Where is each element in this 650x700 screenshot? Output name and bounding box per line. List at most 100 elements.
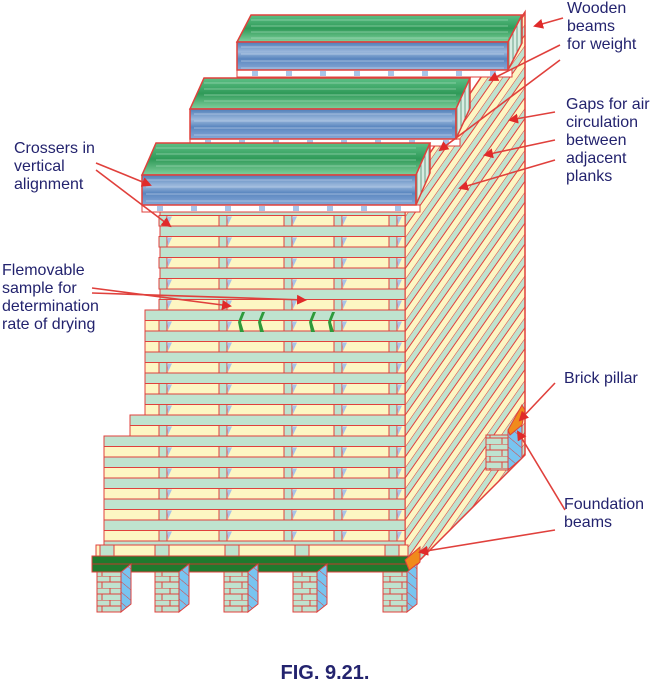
crosser	[388, 446, 398, 458]
crosser-end	[227, 405, 232, 414]
label-gaps: Gaps for air circulation between adjacen…	[566, 96, 650, 185]
crosser	[388, 467, 398, 479]
sleeper-block	[154, 544, 170, 557]
crosser	[388, 341, 398, 353]
crosser	[388, 215, 398, 227]
crosser-end	[167, 258, 172, 267]
plank-row	[103, 498, 406, 510]
crosser	[218, 215, 228, 227]
crosser-end	[167, 342, 172, 351]
crosser	[283, 425, 293, 437]
sleeper-row	[95, 544, 409, 557]
crosser	[333, 425, 343, 437]
crosser	[388, 530, 398, 542]
beam-crosser	[293, 206, 299, 211]
crosser-end	[397, 216, 402, 225]
gap-row	[159, 236, 406, 248]
crosser-end	[397, 321, 402, 330]
gap-row	[159, 215, 406, 227]
crosser	[283, 236, 293, 248]
beam-crosser	[252, 71, 258, 76]
crosser	[283, 488, 293, 500]
crosser-end	[397, 300, 402, 309]
gap-row	[144, 341, 406, 353]
crosser	[283, 320, 293, 332]
sample-piece	[309, 312, 316, 332]
weight-beams	[140, 14, 524, 213]
weight-beam	[235, 14, 524, 78]
crosser-end	[292, 258, 297, 267]
crosser	[333, 446, 343, 458]
crosser	[388, 362, 398, 374]
beam-crosser	[395, 206, 401, 211]
crosser-end	[167, 405, 172, 414]
crosser	[158, 488, 168, 500]
plank-row	[103, 435, 406, 447]
pillar-front	[382, 571, 408, 613]
crosser-end	[227, 468, 232, 477]
crosser-end	[292, 384, 297, 393]
crosser	[218, 446, 228, 458]
crosser-end	[342, 468, 347, 477]
crosser	[158, 257, 168, 269]
crosser-end	[397, 531, 402, 540]
crosser-end	[292, 300, 297, 309]
crosser	[218, 236, 228, 248]
crosser-end	[227, 237, 232, 246]
crosser-end	[292, 531, 297, 540]
crosser-end	[292, 489, 297, 498]
crosser	[283, 467, 293, 479]
crosser-end	[227, 426, 232, 435]
crosser	[283, 362, 293, 374]
crosser	[388, 320, 398, 332]
gap-row	[103, 530, 406, 542]
label-removable-sample: Flemovable sample for determination rate…	[2, 262, 99, 333]
crosser	[158, 446, 168, 458]
crosser	[333, 530, 343, 542]
pillar-front	[154, 571, 180, 613]
gap-row	[159, 278, 406, 290]
crosser-end	[227, 342, 232, 351]
crosser-end	[397, 342, 402, 351]
crosser-end	[227, 216, 232, 225]
sleeper-block	[224, 544, 240, 557]
gap-row	[103, 488, 406, 500]
crosser	[218, 467, 228, 479]
beam-crosser	[157, 206, 163, 211]
gap-row	[159, 257, 406, 269]
crosser-end	[292, 363, 297, 372]
crosser-end	[167, 384, 172, 393]
crosser	[333, 404, 343, 416]
figure-caption: FIG. 9.21.	[280, 662, 370, 684]
crosser	[158, 404, 168, 416]
pillar-side	[406, 562, 418, 614]
beam-crosser	[490, 71, 496, 76]
sample-piece	[258, 312, 265, 332]
gap-row	[144, 383, 406, 395]
gap-row	[103, 446, 406, 458]
pillar-side	[247, 562, 259, 614]
crosser	[283, 341, 293, 353]
pillar-front	[96, 571, 122, 613]
pillar-front	[223, 571, 249, 613]
pillar-front	[485, 434, 509, 471]
crosser	[218, 488, 228, 500]
beam-crosser	[320, 71, 326, 76]
crosser-end	[227, 258, 232, 267]
pillar-side	[178, 562, 190, 614]
beam-crosser	[286, 71, 292, 76]
crosser-end	[342, 258, 347, 267]
arrow-beams-3	[438, 59, 561, 152]
crosser	[158, 320, 168, 332]
crosser-end	[227, 279, 232, 288]
crosser-end	[167, 279, 172, 288]
crosser-end	[342, 384, 347, 393]
crosser-end	[397, 405, 402, 414]
plank-row	[159, 225, 406, 237]
crosser-end	[167, 447, 172, 456]
crosser	[333, 509, 343, 521]
plank-row	[129, 414, 406, 426]
crosser	[283, 509, 293, 521]
crosser-end	[292, 405, 297, 414]
crosser-end	[227, 321, 232, 330]
